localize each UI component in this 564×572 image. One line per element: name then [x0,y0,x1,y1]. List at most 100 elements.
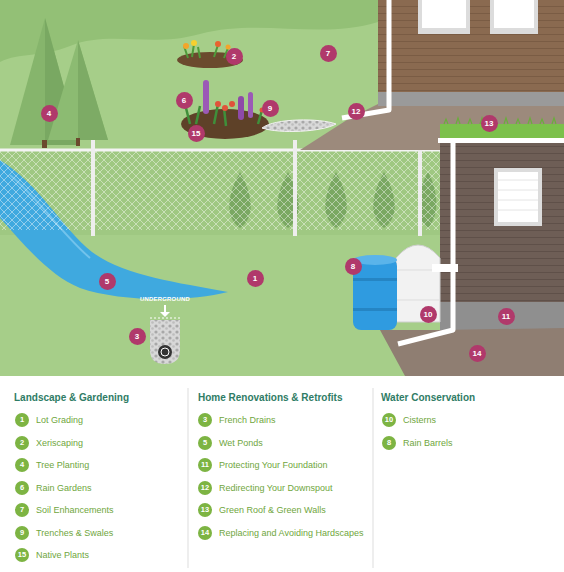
callout-number: 15 [188,125,205,142]
upper-house [490,0,538,34]
legend-heading: Landscape & Gardening [14,392,129,403]
xeriscape-bed [191,40,197,46]
chain-link-fence [91,140,95,236]
legend-item: Native Plants [36,550,89,560]
cistern [396,245,440,322]
french-drain [150,320,180,364]
lawn [0,0,564,376]
downspout [398,143,458,344]
pine-trees [78,40,108,140]
french-drain [161,348,169,356]
legend-number: 3 [198,413,212,427]
lower-house [440,302,564,330]
rain-garden [238,96,244,120]
callout-number: 10 [420,306,437,323]
legend-number: 8 [382,436,396,450]
lawn [0,150,440,235]
legend-dividers [373,388,374,568]
downspout [432,264,458,272]
french-drain [150,318,182,319]
upper-house [494,0,534,28]
lower-house [498,210,538,211]
gravel-trench [262,120,336,132]
callout-number: 3 [129,328,146,345]
rain-garden [248,92,253,118]
upper-house [378,0,564,92]
callout-number: 6 [176,92,193,109]
legend-item: French Drains [219,415,276,425]
underground-label: UNDERGROUND [140,296,190,302]
legend-item: Lot Grading [36,415,83,425]
legend-dividers [188,388,189,568]
french-drain [164,305,166,313]
lower-house [440,124,564,140]
legend-item: Protecting Your Foundation [219,460,328,470]
pine-trees [10,18,108,148]
legend-number: 9 [15,526,29,540]
callout-number: 5 [99,273,116,290]
legend-number: 14 [198,526,212,540]
rain-garden [203,80,209,114]
rain-garden [229,101,235,107]
legend-item: Xeriscaping [36,438,83,448]
callout-number: 14 [469,345,486,362]
chain-link-fence [0,140,440,236]
rain-garden [222,105,228,111]
callout-number: 7 [320,45,337,62]
lower-house [440,140,564,302]
legend-item: Wet Ponds [219,438,263,448]
upper-house [378,92,564,106]
lower-house [438,118,564,330]
legend-number: 15 [15,548,29,562]
callout-number: 11 [498,308,515,325]
legend-number: 13 [198,503,212,517]
legend-item: Rain Gardens [36,483,92,493]
legend-number: 7 [15,503,29,517]
callout-number: 9 [262,100,279,117]
lower-house [498,200,538,201]
legend-number: 4 [15,458,29,472]
xeriscape-bed [183,43,189,49]
legend-number: 2 [15,436,29,450]
upper-house [378,0,564,106]
lawn [0,0,378,62]
chain-link-fence [0,150,440,230]
pine-trees [48,40,108,140]
downspout [398,143,453,344]
rain-garden [186,104,262,126]
lower-house [498,180,538,181]
legend-number: 11 [198,458,212,472]
xeriscape-bed [215,41,221,47]
pine-trees [76,138,80,146]
xeriscape-bed [184,44,228,58]
french-drain [158,345,172,359]
callout-number: 2 [226,48,243,65]
xeriscape-bed [177,40,243,68]
rain-barrel [353,308,397,311]
legend-item: Trenches & Swales [36,528,113,538]
rain-barrel [353,278,397,281]
rain-garden [215,101,221,107]
callout-number: 13 [481,115,498,132]
legend-dividers [188,388,373,568]
legend-number: 5 [198,436,212,450]
legend-item: Redirecting Your Downspout [219,483,333,493]
legend-item: Rain Barrels [403,438,453,448]
legend-item: Replacing and Avoiding Hardscapes [219,528,363,538]
legend-item: Soil Enhancements [36,505,114,515]
gravel-trench [262,120,336,132]
legend-number: 1 [15,413,29,427]
lawn [0,0,564,376]
lower-house [498,172,538,222]
french-drain [150,305,182,364]
legend-item: Green Roof & Green Walls [219,505,326,515]
legend-number: 6 [15,481,29,495]
callout-number: 8 [345,258,362,275]
callout-number: 4 [41,105,58,122]
lower-house [494,168,542,226]
downspout-redirect [342,0,389,118]
pine-trees [42,140,47,148]
chain-link-fence [418,140,422,236]
legend-item: Cisterns [403,415,436,425]
